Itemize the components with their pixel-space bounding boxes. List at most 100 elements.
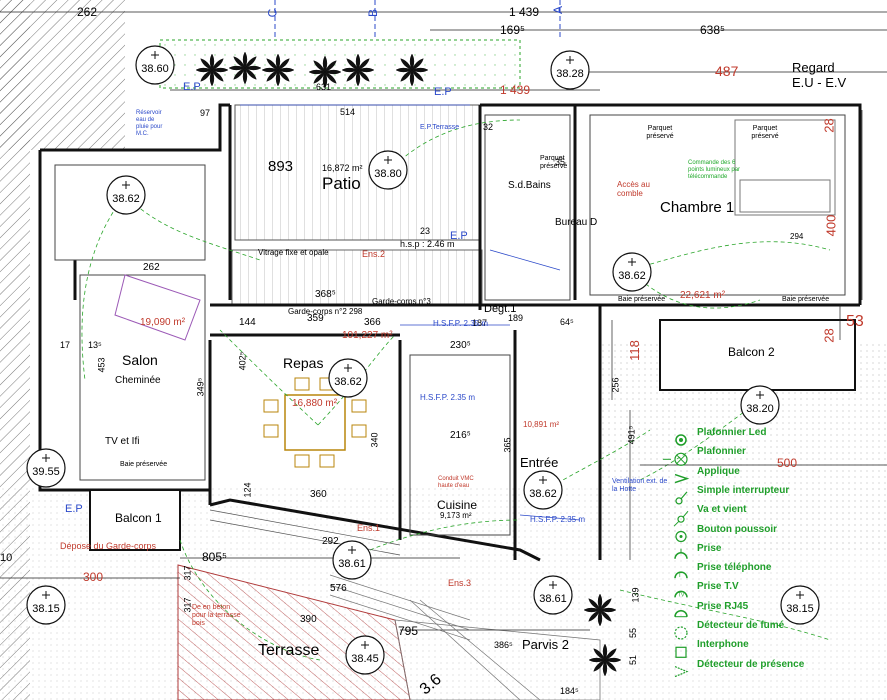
section-axes [274,0,561,40]
plant-icon [228,51,262,85]
level-circle [550,50,590,90]
level-value: 38.80 [374,168,402,180]
legend-symbol-rj45 [674,609,688,618]
hsfp-label-1: H.S.F.P. 2.35 m [433,319,488,328]
legend-symbols: T TV [663,434,690,678]
legend-symbol-tv: TV [674,590,688,598]
dim-390: 390 [300,614,317,625]
ens3-label: Ens.3 [448,578,472,588]
dim-139: 139 [630,587,641,603]
area-salon: 19,090 m² [140,317,186,328]
dim-4915: 491⁵ [626,425,637,445]
dim-795: 795 [398,624,419,638]
dim-32: 32 [483,122,494,132]
legend-label-socket: Prise [697,542,722,554]
patio-deck [234,104,481,241]
dim-514: 514 [340,107,356,117]
plant-icon [583,593,617,627]
room-chambre-label: Chambre 1 [660,199,735,216]
dim-1695: 169⁵ [500,23,525,37]
patio-stair [231,249,483,306]
dim-645: 64⁵ [560,317,574,327]
dim-124: 124 [242,482,253,498]
garde-corps-3-label: Garde-corps n°3 [372,297,431,306]
ep-terrasse-label: E.P.Terrasse [420,124,460,131]
level-value: 38.61 [338,558,366,570]
dim-144: 144 [239,317,256,328]
level-circle [135,45,175,85]
legend-symbol-push [675,530,687,543]
dim-1845: 184⁵ [560,686,579,696]
depose-garde-corps-label: Dépose du Garde-corps [60,541,157,551]
dim-300: 300 [83,570,104,584]
room-sdb-label: S.d.Bains [508,180,551,191]
level-markers [26,45,820,675]
legend-label-intercom: Interphone [697,639,749,651]
bed-pillow [739,179,831,213]
legend-label-presence: Détecteur de présence [697,658,805,670]
ep-label-2: E.P [434,86,452,98]
dim-359: 359 [307,313,324,324]
bed-outline [734,119,836,216]
axis-c: C [265,8,280,18]
garde-corps-2-label: Garde-corps n°2 298 [288,307,363,316]
legend-symbol-cross [663,452,688,466]
legend-symbol-arrow [674,473,690,484]
dim-487: 487 [715,63,739,79]
balcon-1 [89,489,181,551]
baie-preservee-2: Baie préservée [618,296,666,303]
dim-292: 292 [322,536,339,547]
cheminee-label: Cheminée [115,375,161,386]
regard-label: Regard [792,60,835,75]
legend-label-switch2: Va et vient [697,504,747,516]
room-cuisine-label: Cuisine [437,498,478,512]
dim-189: 189 [508,313,524,323]
legend-label-phone: Prise téléphone [697,562,772,574]
dim-262b: 262 [143,262,160,273]
parquet-preserve-3: Parquet préservé [540,155,568,170]
level-value: 38.15 [32,603,60,615]
dim-1439: 1 439 [509,5,540,19]
area-cuisine: 9,173 m² [440,511,472,520]
acces-comble-label: Accès au comble [617,180,650,198]
dim-28b: 28 [821,328,837,343]
room-bureau-label: Bureau D [555,217,598,228]
dimension-lines [0,11,887,631]
ep-label-3: E.P [450,230,468,242]
level-value: 39.55 [32,466,60,478]
level-circle [26,585,66,625]
svg-text:TV: TV [678,592,685,598]
level-circle [26,448,66,488]
dim-53: 53 [846,313,864,330]
reservoir-label: Réservoir eau de pluie pour M.C. [136,110,163,137]
legend-symbol-smoke [674,626,688,640]
eu-ev-label: E.U - E.V [792,75,847,90]
ens1-label: Ens.1 [357,523,381,533]
room-salon-label: Salon [122,352,158,368]
dim-256: 256 [610,377,621,393]
level-value: 38.28 [556,68,584,80]
dim-294: 294 [790,232,804,241]
svg-text:T: T [678,573,682,579]
level-circle [780,585,820,625]
room-entree-label: Entrée [520,455,559,470]
hedge-plants [195,51,622,677]
dim-1439-red: 1 439 [500,83,531,97]
dim-893: 893 [268,158,294,175]
legend-label-arrow: Applique [697,465,740,477]
dalle-label: De en béton pour la terrasse bois [192,604,241,627]
level-value: 38.45 [351,653,379,665]
blue-lines [240,104,581,521]
legend-symbol-intercom [675,646,687,658]
dim-631: 631 [316,82,332,92]
legend-label-ring: Plafonnier Led [697,427,767,438]
dim-23: 23 [420,226,431,236]
legend-label-switch: Simple interrupteur [697,484,790,496]
plant-icon [261,53,295,87]
room-patio-label: Patio [322,174,361,193]
dim-2165: 216⁵ [450,430,471,441]
legend-label-rj45: Prise RJ45 [697,600,749,612]
level-circle [740,385,780,425]
